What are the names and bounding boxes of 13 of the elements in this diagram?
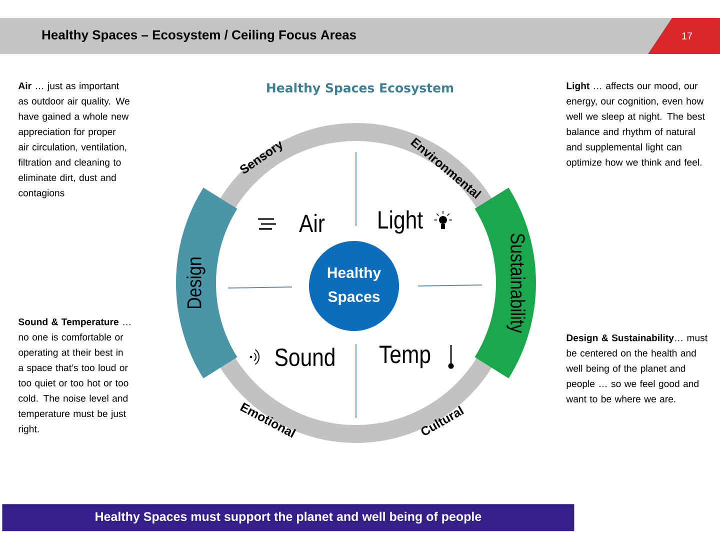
paragraph: Air … just as important as outdoor air quality. We have gained a whole new appreciation for proper air circulation, ventilation, filtration and cleaning to eliminate dirt, dust and contagions: [18, 82, 130, 198]
banner: Healthy Spaces must support the planet and well being of people: [2, 504, 574, 532]
page-number-tab: 17: [648, 18, 720, 54]
design-band: Design: [176, 188, 238, 378]
paragraph: Design & Sustainability… must be centered on the health and well being of the planet and people … so we feel good and want to be where we are.: [566, 334, 708, 402]
quadrant-label: Light: [378, 210, 423, 234]
quadrant-label: Air: [299, 214, 325, 232]
quadrant-label: Temp: [380, 346, 430, 368]
subtitle: Healthy Spaces Ecosystem: [267, 82, 454, 96]
paragraph: Sound & Temperature … no one is comfortable or operating at their best in a space that’s too loud or too quiet or too hot or too cold. The noise level and temperature must be just right.: [18, 318, 130, 434]
paragraph: Light … affects our mood, our energy, our cognition, even how well we sleep at night. The best balance and rhythm of natural and supplemental light can optimize how we think and feel.: [566, 82, 705, 168]
quadrant-label: Sound: [275, 348, 334, 366]
slide-title: Healthy Spaces – Ecosystem / Ceiling Focus Areas: [42, 30, 356, 42]
